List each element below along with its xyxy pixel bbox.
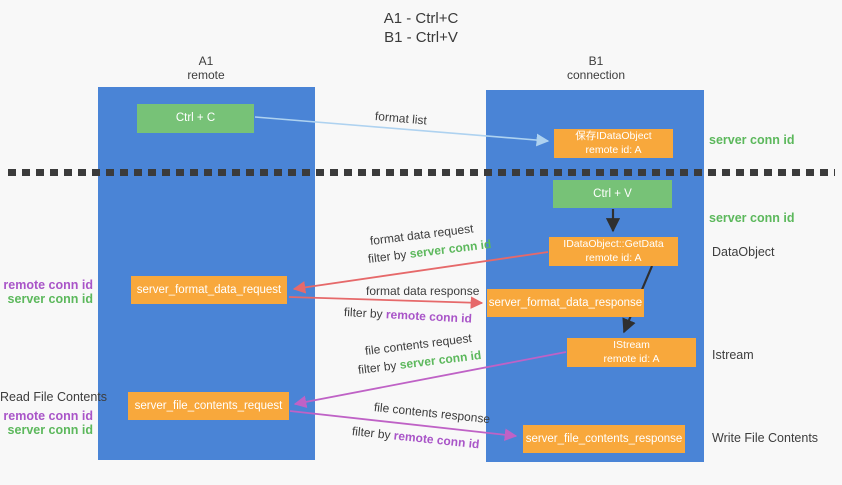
node-line-2: remote id: A bbox=[585, 143, 642, 156]
title-line-2: B1 - Ctrl+V bbox=[384, 28, 458, 46]
node-ctrl-v-label: Ctrl + V bbox=[593, 187, 632, 200]
file-contents-response-arrow bbox=[289, 410, 518, 442]
node-ctrl-c: Ctrl + C bbox=[137, 104, 254, 133]
node-idataobject-getdata: IDataObject::GetData remote id: A bbox=[549, 237, 678, 266]
node-line-2: remote id: A bbox=[603, 352, 660, 365]
node-line-1: IStream bbox=[613, 339, 650, 352]
label-format-data-response: format data response bbox=[366, 284, 480, 298]
label-remote-conn-id-left-1: remote conn id bbox=[3, 278, 93, 292]
label-server-conn-id-mid: server conn id bbox=[709, 211, 795, 225]
diagram-title: A1 - Ctrl+C B1 - Ctrl+V bbox=[0, 10, 842, 48]
label-server-conn-id-top: server conn id bbox=[709, 133, 795, 147]
node-label: server_format_data_request bbox=[136, 283, 282, 296]
node-ctrl-v: Ctrl + V bbox=[553, 180, 672, 208]
node-line-1: 保存IDataObject bbox=[575, 130, 652, 143]
title-line-1: A1 - Ctrl+C bbox=[383, 10, 459, 27]
format-data-response-arrow bbox=[288, 296, 484, 309]
node-line-2: remote id: A bbox=[585, 251, 642, 264]
node-istream: IStream remote id: A bbox=[567, 338, 696, 367]
label-server-conn-id-left-1: server conn id bbox=[7, 292, 93, 306]
format-data-request-arrow bbox=[292, 251, 549, 294]
node-server-file-contents-request: server_file_contents_request bbox=[128, 392, 289, 420]
format-list-arrow bbox=[254, 116, 550, 147]
node-label: server_file_contents_request bbox=[134, 399, 283, 412]
node-save-idataobject: 保存IDataObject remote id: A bbox=[554, 129, 673, 158]
lane-a1-role: remote bbox=[187, 67, 225, 82]
label-server-conn-id-left-2: server conn id bbox=[7, 423, 93, 437]
label-write-file-contents: Write File Contents bbox=[712, 431, 819, 445]
lane-header-a1: A1 remote bbox=[146, 54, 266, 83]
lane-header-b1: B1 connection bbox=[536, 54, 656, 83]
lane-a1-name: A1 bbox=[198, 54, 214, 68]
file-contents-request-arrow bbox=[293, 351, 567, 409]
node-label: server_file_contents_response bbox=[525, 432, 683, 445]
node-server-format-data-response: server_format_data_response bbox=[487, 289, 644, 317]
node-server-file-contents-response: server_file_contents_response bbox=[523, 425, 685, 453]
machine-boundary-dotted-line bbox=[8, 169, 835, 176]
node-label: server_format_data_response bbox=[488, 296, 643, 309]
lane-b1-name: B1 bbox=[588, 54, 604, 68]
label-remote-conn-id-left-2: remote conn id bbox=[3, 409, 93, 423]
filter-by-text: filter by bbox=[343, 305, 384, 322]
node-line-1: IDataObject::GetData bbox=[563, 238, 664, 251]
node-ctrl-c-label: Ctrl + C bbox=[175, 112, 216, 125]
node-server-format-data-request: server_format_data_request bbox=[131, 276, 287, 304]
label-dataobject: DataObject bbox=[712, 245, 775, 259]
label-read-file-contents: Read File Contents bbox=[0, 390, 108, 404]
lane-b1-role: connection bbox=[566, 67, 626, 82]
label-istream: Istream bbox=[712, 348, 754, 362]
